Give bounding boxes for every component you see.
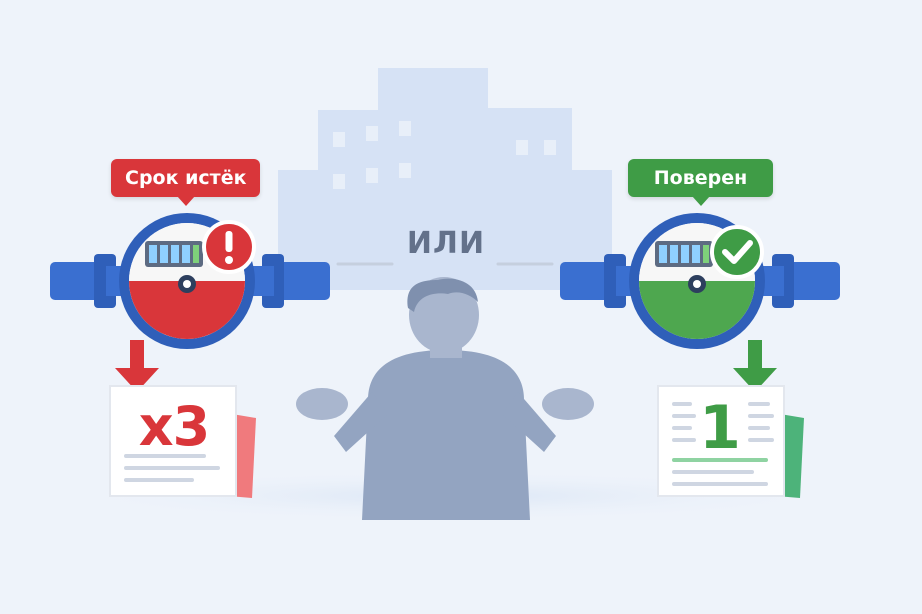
shrugging-person bbox=[296, 277, 594, 520]
tariff-multiplier-expired: х3 bbox=[138, 395, 210, 458]
exclamation-icon bbox=[202, 220, 256, 274]
arrow-down-icon-left bbox=[115, 340, 159, 392]
tariff-multiplier-verified: 1 bbox=[699, 393, 741, 463]
building-silhouette bbox=[278, 68, 612, 290]
check-icon bbox=[710, 225, 764, 279]
or-label: ИЛИ bbox=[406, 226, 486, 261]
expired-status-badge: Срок истёк bbox=[111, 159, 260, 206]
verified-status-badge: Поверен bbox=[628, 159, 773, 206]
receipt-left bbox=[109, 385, 256, 498]
receipt-right bbox=[657, 385, 804, 498]
arrow-down-icon-right bbox=[733, 340, 777, 392]
